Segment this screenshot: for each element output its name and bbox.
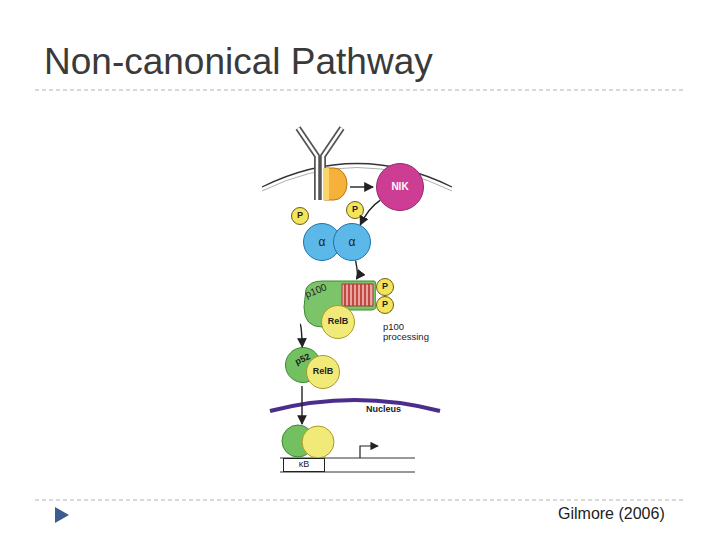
protein-label: RelB: [328, 317, 349, 326]
protein-label: P: [352, 205, 358, 214]
ankyrin-repeats: [342, 284, 373, 306]
ankyrin-stripe: [356, 284, 358, 306]
protein-circle: RelB: [306, 355, 340, 389]
bound-relb: [302, 426, 334, 458]
protein-label: P: [297, 211, 303, 220]
protein-label: α: [319, 236, 326, 249]
pathway-arrow: [360, 200, 380, 225]
protein-circle: NIK: [376, 163, 424, 211]
translocation-arrow: [301, 386, 302, 424]
protein-circle: P: [376, 296, 394, 314]
ankyrin-stripe: [368, 284, 370, 306]
protein-label: κB: [299, 460, 310, 469]
ankyrin-stripe: [344, 284, 346, 306]
edge-label: p100 processing: [383, 322, 441, 343]
protein-label: NIK: [391, 182, 408, 193]
protein-circle: RelB: [321, 305, 355, 339]
title-rule: [35, 90, 685, 91]
ankyrin-stripe: [348, 284, 350, 306]
pathway-arrow: [300, 324, 302, 347]
protein-circle: P: [291, 207, 309, 225]
citation-text: Gilmore (2006): [558, 505, 665, 523]
nuclear-envelope: [270, 400, 440, 411]
slide-title: Non-canonical Pathway: [44, 41, 433, 83]
footer-rule: [35, 500, 685, 501]
protein-circle: P: [346, 201, 364, 219]
protein-circle: α: [333, 223, 371, 261]
ankyrin-stripe: [364, 284, 366, 306]
protein-label: P: [382, 282, 388, 291]
protein-label: RelB: [313, 367, 334, 376]
ankyrin-stripe: [360, 284, 362, 306]
compartment-label: Nucleus: [366, 404, 401, 414]
pathway-arrow: [356, 261, 358, 279]
protein-circle: P: [376, 278, 394, 296]
ankyrin-stripe: [352, 284, 354, 306]
protein-label: P: [382, 300, 388, 309]
p100-body: [304, 281, 376, 327]
signal-arrow: [350, 186, 373, 187]
protein-label: α: [349, 236, 356, 249]
bullet-triangle: [55, 507, 69, 523]
binding-site-box: κB: [283, 458, 325, 472]
adapter-protein: [323, 168, 347, 200]
transcription-start: [360, 446, 378, 458]
